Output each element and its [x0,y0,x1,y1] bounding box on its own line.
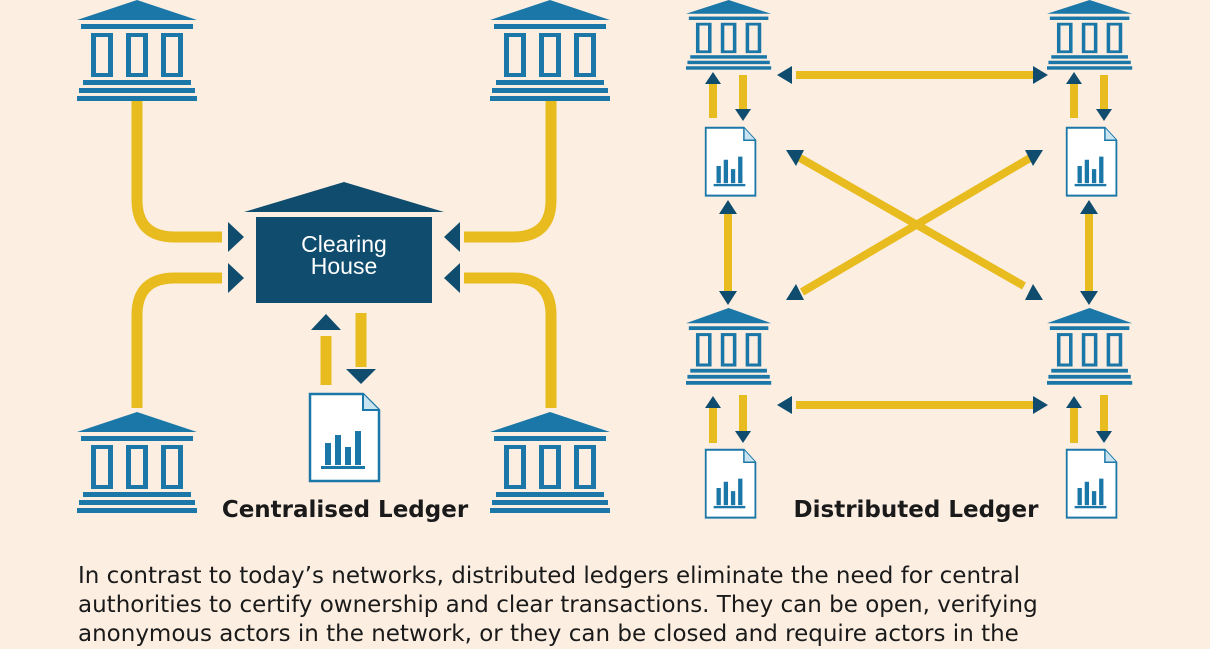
distributed-ledger: Distributed Ledger [686,0,1133,523]
arrowhead-icon [1025,150,1043,166]
arrowhead-icon [444,222,460,252]
connector-top-left [131,100,222,243]
arrowhead-icon [1033,396,1048,414]
arrowhead-icon [228,263,244,293]
arrowhead-icon [1066,396,1082,408]
caption-line: anonymous actors in the network, or they… [78,621,1019,647]
arrowhead-icon [1033,66,1048,84]
bank-icon [1047,0,1133,70]
caption-line: In contrast to today’s networks, distrib… [78,563,1020,589]
bank-icon [77,412,197,513]
bank-icon [686,308,772,385]
document-chart-icon [308,392,381,483]
arrowhead-icon [1080,291,1098,305]
document-chart-icon [704,448,757,519]
document-chart-icon [1065,448,1118,519]
arrowhead-icon [1096,109,1112,121]
connector-bottom-left [131,272,222,408]
clearing-house-label-line2: House [311,253,377,279]
arrowhead-icon [786,284,804,300]
arrowhead-icon [444,263,460,293]
bank-icon [490,412,610,513]
connector-bottom-right [464,272,557,408]
arrowhead-icon [346,369,376,384]
caption-line: authorities to certify ownership and cle… [78,592,1038,618]
arrowhead-icon [777,66,792,84]
arrowhead-icon [1096,431,1112,443]
distributed-ledger-title: Distributed Ledger [794,497,1040,523]
document-chart-icon [704,126,757,197]
centralised-ledger-title: Centralised Ledger [222,497,469,523]
arrowhead-icon [705,396,721,408]
arrowhead-icon [735,109,751,121]
bank-icon [77,0,197,101]
bank-icon [490,0,610,101]
arrowhead-icon [719,200,737,214]
clearing-house: Clearing House [244,182,444,303]
arrowhead-icon [1025,284,1043,300]
connector-diagonal-2 [799,154,1033,296]
connector-diagonal-1 [798,154,1026,290]
ledger-diagram: Clearing House Centralised Ledger [77,0,1133,523]
caption: In contrast to today’s networks, distrib… [78,562,1178,649]
arrowhead-icon [228,222,244,252]
arrowhead-icon [705,72,721,84]
arrowhead-icon [1080,200,1098,214]
clearing-house-label-line1: Clearing [301,231,387,257]
arrowhead-icon [1066,72,1082,84]
document-chart-icon [1065,126,1118,197]
arrowhead-icon [311,314,341,330]
bank-icon [686,0,772,70]
arrowhead-icon [777,396,792,414]
centralised-ledger: Clearing House Centralised Ledger [77,0,610,523]
arrowhead-icon [719,291,737,305]
arrowhead-icon [735,431,751,443]
bank-icon [1047,308,1133,385]
arrowhead-icon [786,150,804,166]
connector-top-right [464,100,557,243]
